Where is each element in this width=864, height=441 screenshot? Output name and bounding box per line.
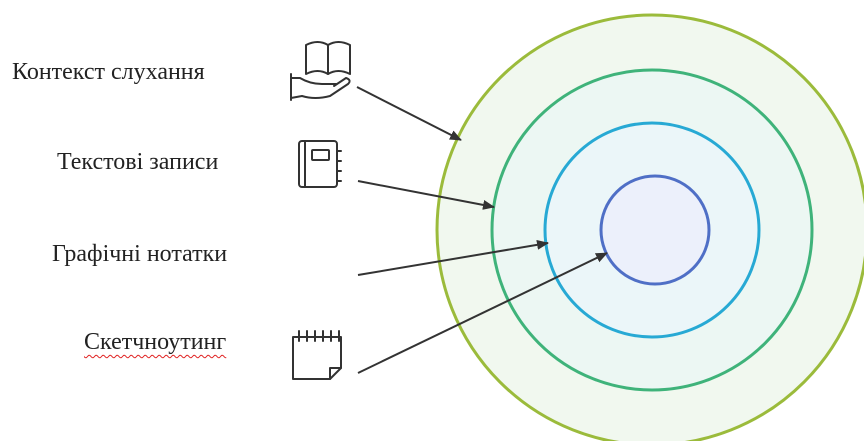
label-sketchnoting: Скетчноутинг bbox=[84, 329, 227, 355]
arrow-listening-context bbox=[356, 86, 462, 141]
label-listening-context: Контекст слухання bbox=[12, 59, 205, 85]
open-book-on-hand-icon bbox=[290, 41, 351, 101]
sketchpad-icon bbox=[292, 330, 342, 380]
arrow-sketchnoting bbox=[357, 252, 608, 374]
center-circle bbox=[599, 174, 711, 286]
arrow-graphic-notes bbox=[357, 239, 549, 276]
arrow-text-notes bbox=[357, 180, 495, 210]
label-text-notes: Текстові записи bbox=[57, 149, 219, 175]
notebook-icon bbox=[298, 140, 342, 188]
label-graphic-notes: Графічні нотатки bbox=[52, 241, 228, 267]
